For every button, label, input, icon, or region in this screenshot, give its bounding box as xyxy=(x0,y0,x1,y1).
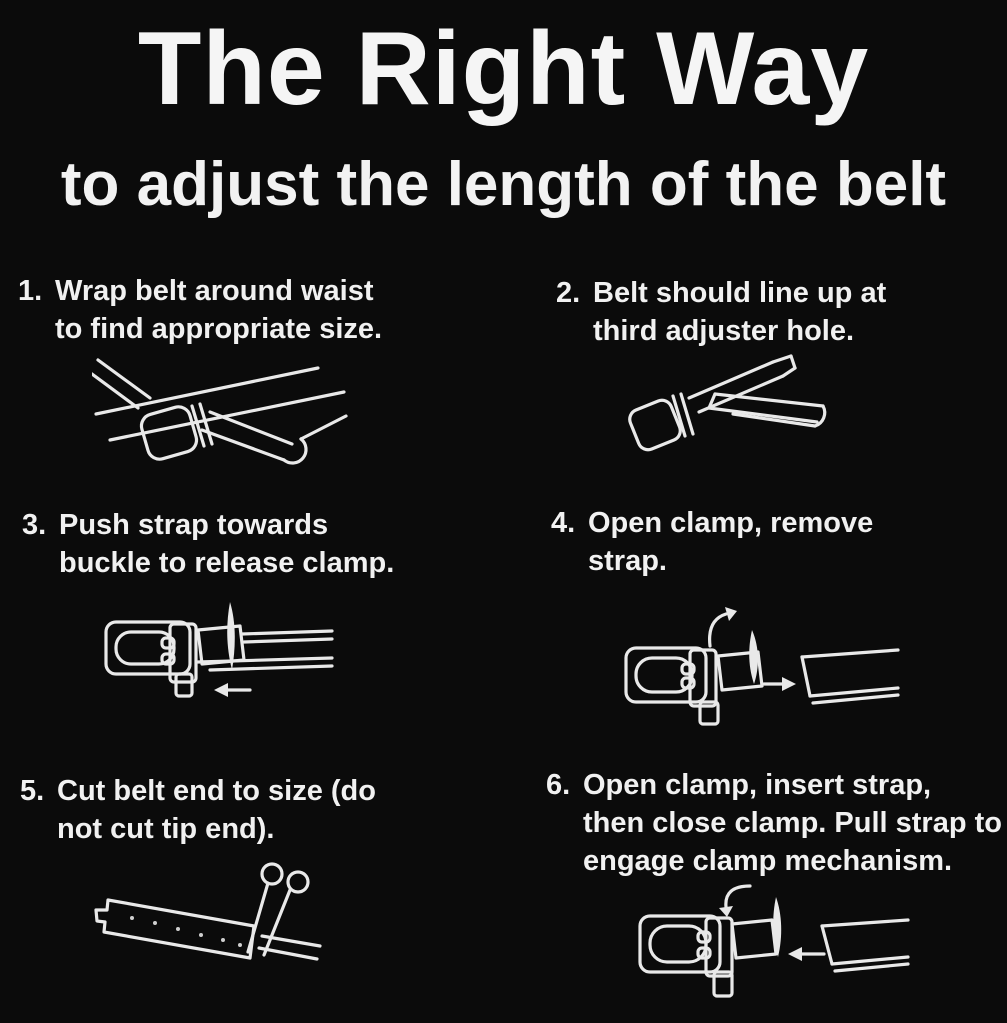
step-2-line-1: 2.Belt should line up at xyxy=(556,274,886,312)
buckle-insert-strap-close-clamp-icon xyxy=(622,874,912,1014)
step-4-line-1: 4.Open clamp, remove xyxy=(551,504,873,542)
step-1-line-1: 1.Wrap belt around waist xyxy=(18,272,382,310)
step-4: 4.Open clamp, remove strap. xyxy=(551,504,873,580)
scissors-cutting-belt-icon xyxy=(92,852,324,992)
step-6-line-1: 6.Open clamp, insert strap, xyxy=(546,766,1002,804)
step-2-line-2: third adjuster hole. xyxy=(593,315,855,347)
page-title: The Right Way xyxy=(137,11,870,127)
step-4-number: 4. xyxy=(551,507,576,539)
step-4-line-2: strap. xyxy=(588,545,667,577)
step-5-number: 5. xyxy=(20,775,45,807)
step-2: 2.Belt should line up at third adjuster … xyxy=(556,274,886,350)
step-6-line-3: engage clamp mechanism. xyxy=(583,845,953,877)
step-6-number: 6. xyxy=(546,769,571,801)
step-3-line-2: buckle to release clamp. xyxy=(59,547,395,579)
step-1-number: 1. xyxy=(18,275,43,307)
step-5-line-2: not cut tip end). xyxy=(57,813,275,845)
step-5-line-1: 5.Cut belt end to size (do xyxy=(20,772,376,810)
page-subtitle: to adjust the length of the belt xyxy=(60,150,947,219)
step-6-line-2: then close clamp. Pull strap to xyxy=(583,807,1002,839)
buckle-push-strap-arrow-icon xyxy=(92,596,337,708)
step-3: 3.Push strap towards buckle to release c… xyxy=(22,506,394,582)
step-6: 6.Open clamp, insert strap, then close c… xyxy=(546,766,1002,880)
step-1-line-2: to find appropriate size. xyxy=(55,313,383,345)
step-2-number: 2. xyxy=(556,277,581,309)
belt-folded-at-third-hole-icon xyxy=(615,346,873,458)
belt-crossed-around-waist-icon xyxy=(92,352,350,478)
step-3-number: 3. xyxy=(22,509,47,541)
buckle-open-clamp-remove-strap-icon xyxy=(612,602,902,727)
step-5: 5.Cut belt end to size (do not cut tip e… xyxy=(20,772,376,848)
step-3-line-1: 3.Push strap towards xyxy=(22,506,394,544)
step-1: 1.Wrap belt around waist to find appropr… xyxy=(18,272,382,348)
